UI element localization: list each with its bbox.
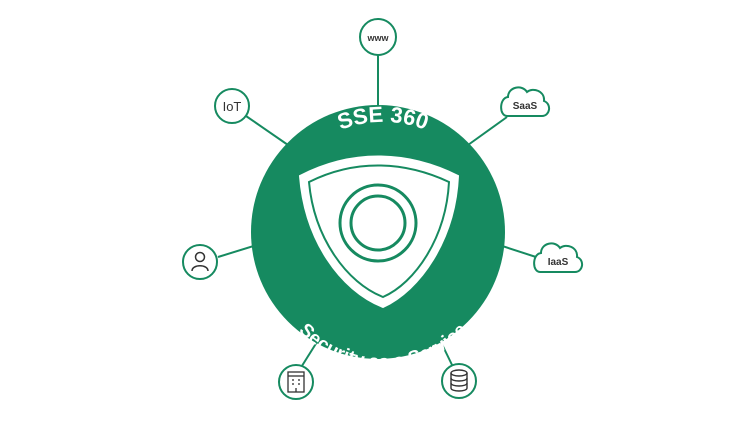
connector-saas <box>467 116 508 146</box>
node-database <box>441 363 477 399</box>
user-icon <box>191 251 209 272</box>
node-building <box>278 364 314 400</box>
iot-icon: IoT <box>223 99 242 114</box>
node-www-circle <box>359 18 397 56</box>
node-user <box>182 244 218 280</box>
building-icon <box>287 371 305 393</box>
lens-inner-icon <box>349 194 407 252</box>
lens-outer-icon <box>338 183 418 263</box>
globe-web-icon: www <box>366 33 389 43</box>
shield-inner-outline <box>307 164 451 299</box>
connector-lines <box>217 55 537 370</box>
node-saas: SaaS <box>500 86 550 117</box>
central-hub: SSE 360 Security as a Service <box>251 102 505 373</box>
cloud-icon <box>500 86 550 117</box>
saas-label: SaaS <box>513 101 538 112</box>
connector-iot <box>245 115 289 146</box>
node-iot-circle <box>214 88 250 124</box>
node-iaas: IaaS <box>533 242 583 273</box>
shield-icon <box>298 155 460 309</box>
cloud-icon <box>533 242 583 273</box>
database-icon <box>450 369 468 392</box>
node-www: www <box>359 18 397 56</box>
node-iot: IoT <box>214 88 250 124</box>
node-building-circle <box>278 364 314 400</box>
iaas-label: IaaS <box>548 257 569 268</box>
